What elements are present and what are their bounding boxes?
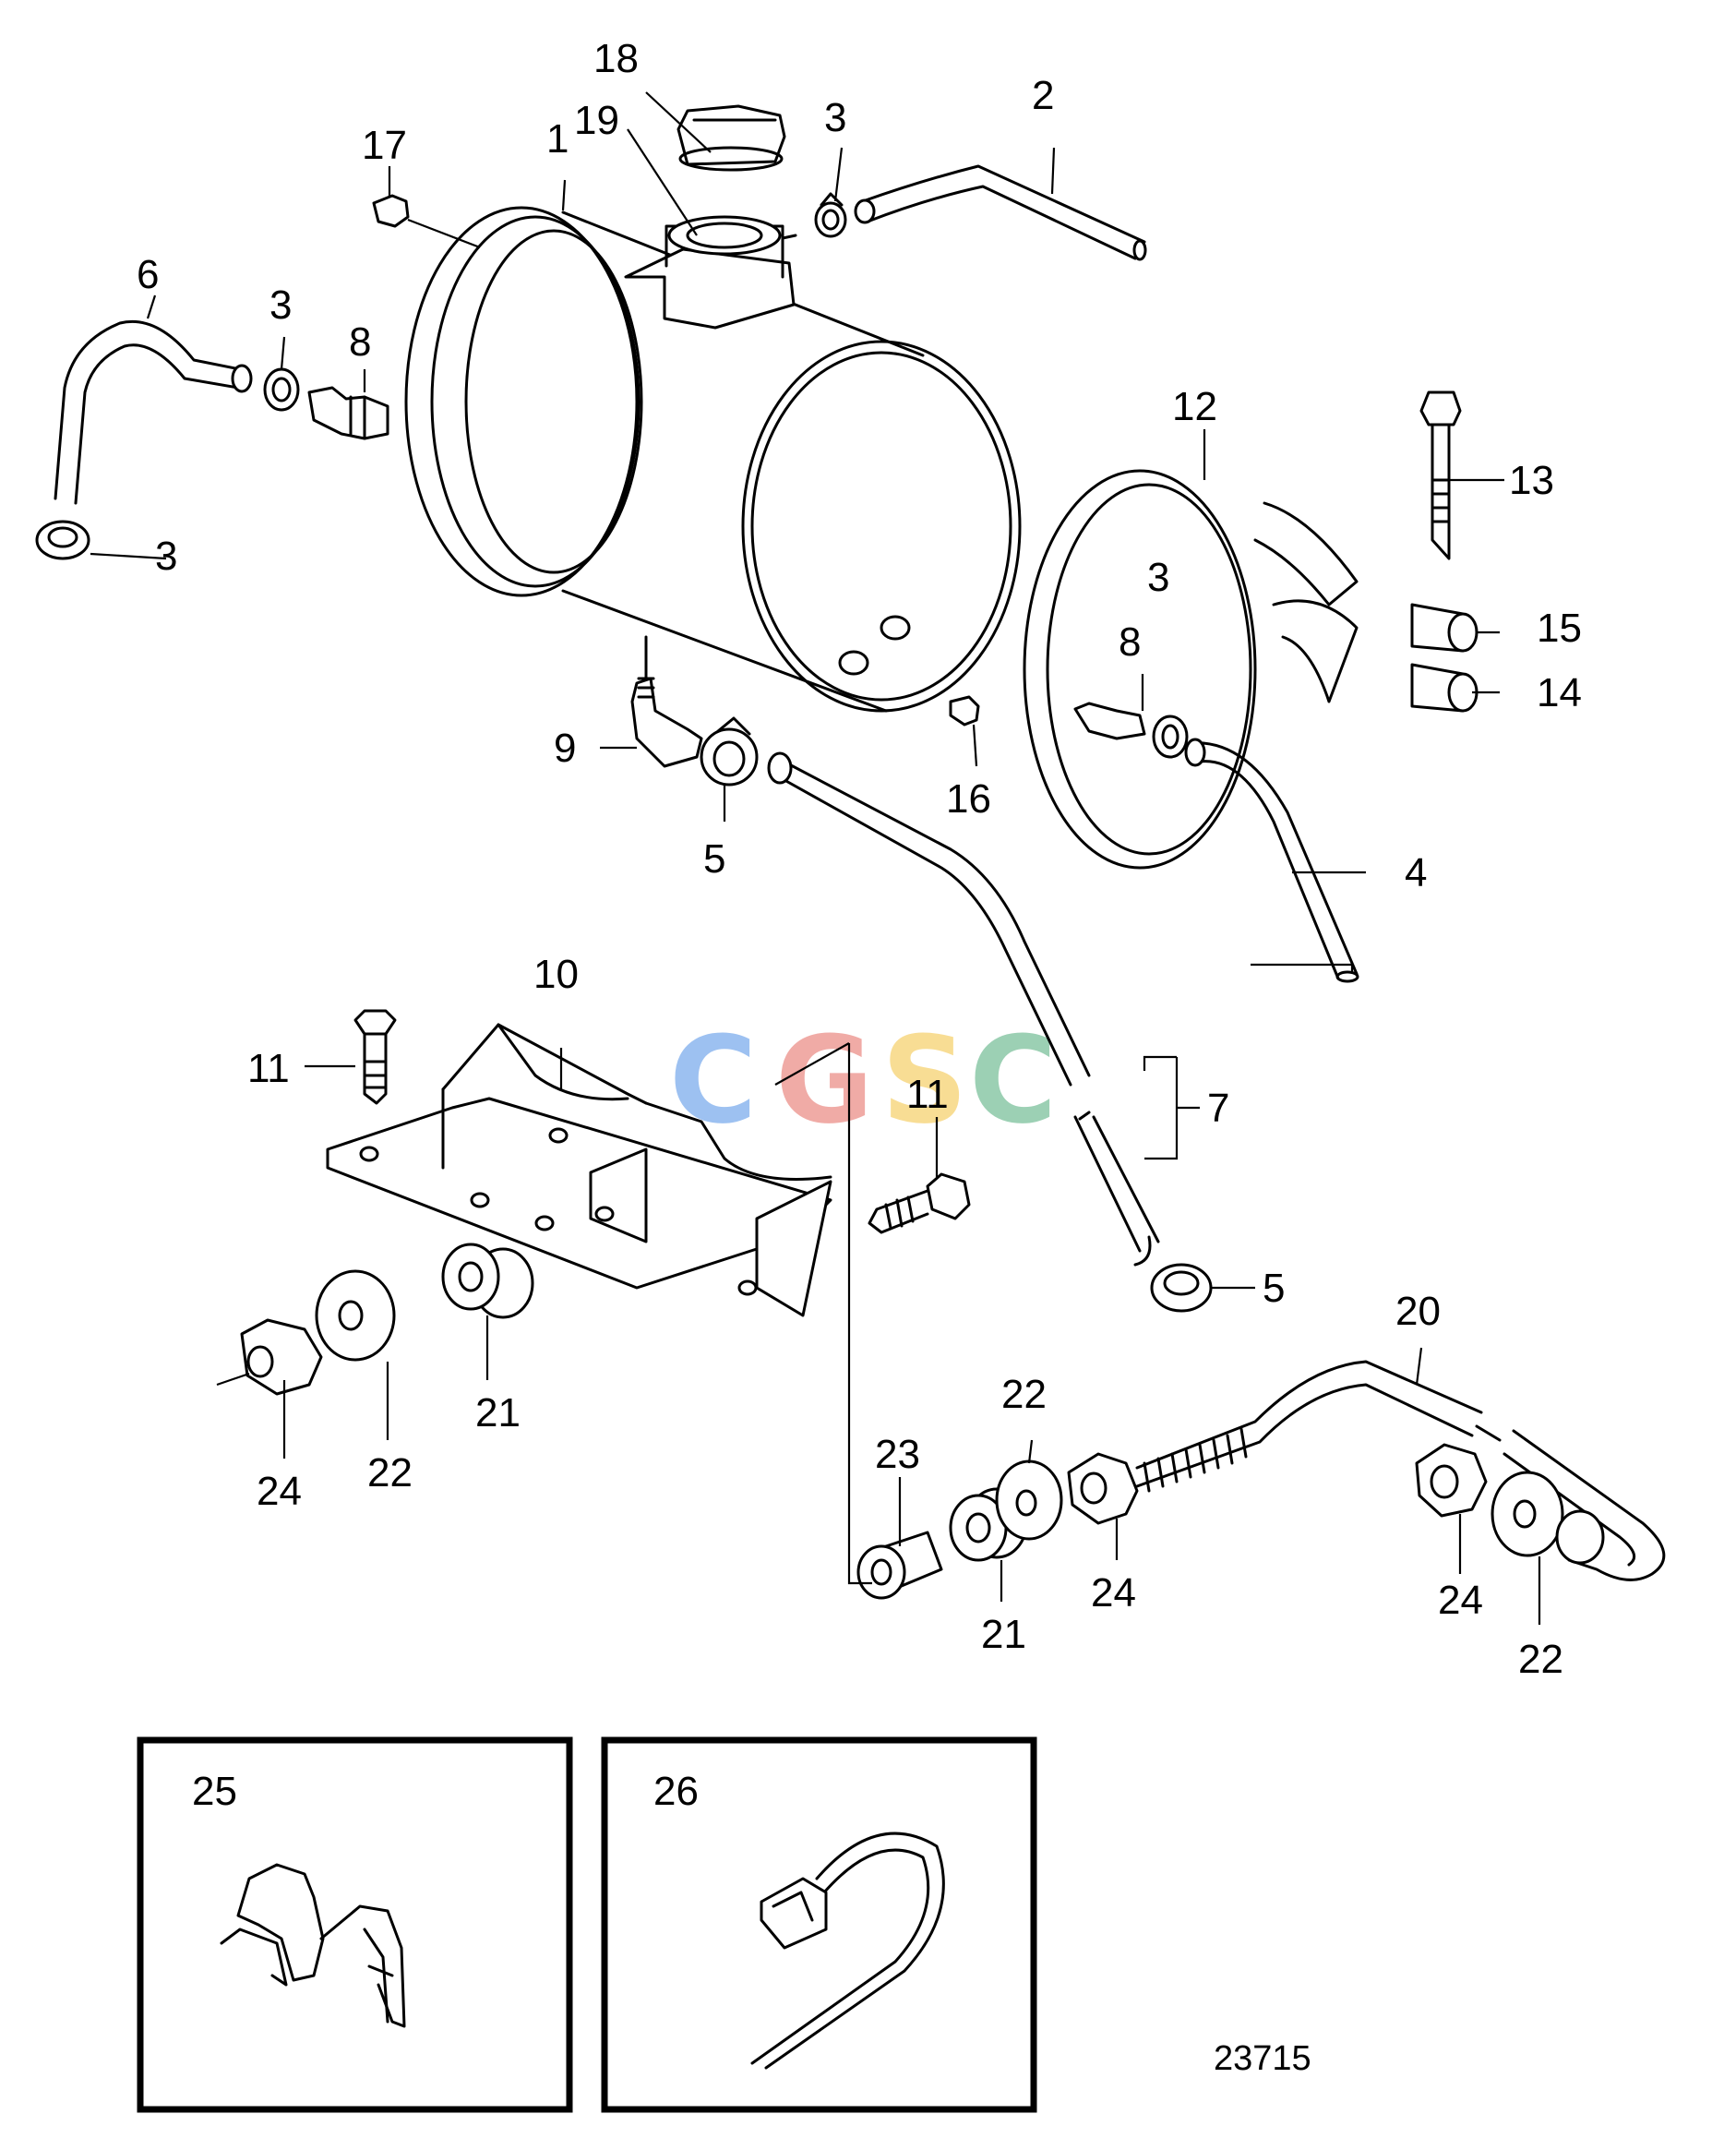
washer	[995, 1459, 1063, 1541]
callout-24: 24	[257, 1469, 302, 1514]
callout-8: 8	[349, 319, 371, 365]
callout-15: 15	[1537, 606, 1582, 651]
washer	[1491, 1471, 1564, 1557]
hose	[1184, 738, 1359, 983]
callout-7: 7	[1207, 1086, 1229, 1131]
cable-clamp	[220, 1863, 406, 2028]
callout-3: 3	[269, 282, 292, 328]
callout-18: 18	[593, 36, 639, 81]
hose	[54, 319, 253, 505]
inset-box-26	[601, 1736, 1037, 2113]
callout-5: 5	[703, 836, 725, 882]
drawing-reference-number: 23715	[1214, 2039, 1311, 2078]
callout-8: 8	[1119, 619, 1141, 665]
callout-22: 22	[1001, 1372, 1047, 1417]
callout-14: 14	[1537, 670, 1582, 715]
callout-12: 12	[1172, 384, 1217, 429]
callout-1: 1	[546, 116, 569, 162]
plug	[949, 695, 980, 727]
plug	[372, 194, 481, 249]
callout-9: 9	[554, 726, 576, 771]
hose	[854, 164, 1147, 261]
callout-17: 17	[362, 123, 407, 168]
callout-3: 3	[1147, 555, 1169, 600]
callout-26: 26	[653, 1769, 699, 1814]
callout-22: 22	[1518, 1637, 1563, 1682]
watermark-letter: S	[881, 1010, 968, 1150]
callout-3: 3	[824, 95, 846, 140]
nut	[1415, 1443, 1488, 1518]
elbow-fitting	[630, 677, 703, 768]
tank-strap	[1023, 469, 1359, 870]
spacer-sleeve	[1555, 1509, 1605, 1565]
watermark-letter: C	[969, 1010, 1057, 1150]
filler-cap	[676, 104, 786, 172]
hose-clamp	[1152, 715, 1189, 759]
callout-11: 11	[906, 1072, 949, 1117]
washer	[315, 1269, 396, 1362]
callout-4: 4	[1405, 850, 1427, 895]
callout-19: 19	[574, 98, 619, 143]
callout-6: 6	[137, 252, 159, 297]
watermark-letter: C	[669, 1010, 757, 1150]
callout-20: 20	[1395, 1289, 1441, 1334]
callout-23: 23	[875, 1432, 920, 1477]
spacer-sleeve	[1410, 603, 1479, 653]
bolt	[868, 1172, 971, 1234]
callout-21: 21	[475, 1390, 521, 1435]
spacer-sleeve	[441, 1243, 534, 1319]
spacer-sleeve	[856, 1531, 943, 1600]
expansion-tank	[404, 206, 1022, 713]
nipple-fitting	[1073, 702, 1146, 740]
nut	[240, 1318, 323, 1396]
callout-2: 2	[1032, 73, 1054, 118]
hose	[767, 751, 1160, 1267]
nut	[1067, 1452, 1139, 1525]
hose-clamp	[1150, 1263, 1213, 1313]
leader-lines	[90, 91, 1541, 1625]
watermark: C G S C	[669, 1010, 1057, 1150]
callouts: 1 2 3 3 3 3 4 5 5 6 7 8 8 9 10 11 11 12 …	[137, 36, 1582, 2078]
callout-24: 24	[1438, 1578, 1483, 1623]
spacer-sleeve	[1410, 663, 1479, 713]
mounting-bracket	[326, 1023, 832, 1317]
callout-10: 10	[533, 952, 579, 997]
callout-24: 24	[1091, 1570, 1136, 1616]
callout-25: 25	[192, 1769, 237, 1814]
hose-clamp	[814, 192, 847, 238]
callout-21: 21	[981, 1612, 1026, 1657]
callout-13: 13	[1509, 458, 1554, 503]
callout-11: 11	[247, 1046, 290, 1091]
hose-clamp	[700, 716, 759, 787]
inset-box-25	[137, 1736, 573, 2113]
bolt	[1419, 390, 1462, 560]
callout-5: 5	[1263, 1266, 1285, 1311]
hose-clamp	[263, 367, 300, 412]
callout-22: 22	[367, 1450, 413, 1495]
bolt	[353, 1009, 397, 1105]
rod	[1135, 1360, 1666, 1581]
nipple-fitting	[307, 386, 389, 440]
cable-tie	[750, 1832, 945, 2070]
callout-3: 3	[155, 534, 177, 579]
hose-clamp	[35, 520, 90, 560]
watermark-letter: G	[775, 1010, 874, 1150]
callout-16: 16	[946, 776, 991, 822]
